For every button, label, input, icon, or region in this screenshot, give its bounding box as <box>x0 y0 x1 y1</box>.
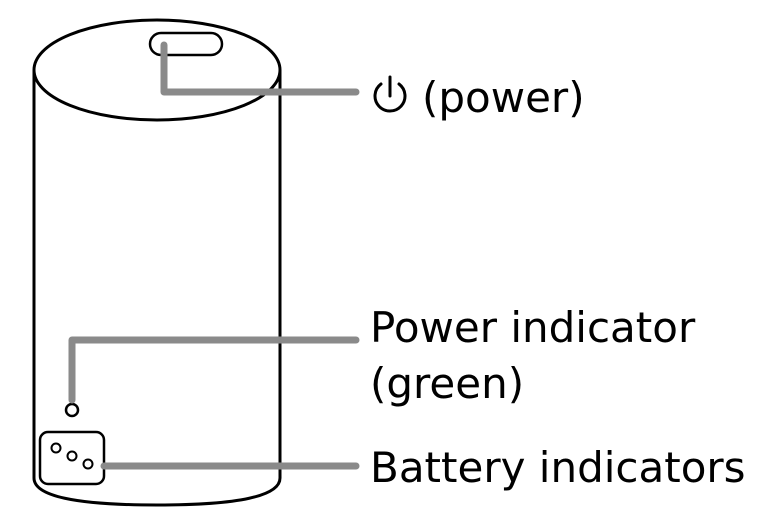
callout-battery-indicators: Battery indicators <box>370 440 746 496</box>
callout-power-indicator-line1: Power indicator <box>370 303 696 352</box>
power-button <box>148 31 224 57</box>
battery-indicator-led-2 <box>66 450 78 462</box>
callout-power: (power) <box>370 70 585 126</box>
callout-power-indicator: Power indicator (green) <box>370 300 695 412</box>
leader-line-power-indicator <box>68 336 360 404</box>
power-icon <box>373 75 407 113</box>
battery-indicator-led-3 <box>82 458 94 470</box>
callout-power-indicator-line2: (green) <box>370 359 525 408</box>
callout-power-text: (power) <box>422 73 585 122</box>
battery-indicator-led-1 <box>50 442 62 454</box>
leader-line-power <box>160 41 360 96</box>
battery-indicator-panel <box>38 430 106 486</box>
callout-battery-indicators-text: Battery indicators <box>370 443 746 492</box>
power-indicator-led <box>64 402 80 418</box>
speaker-body-outline <box>32 70 282 507</box>
